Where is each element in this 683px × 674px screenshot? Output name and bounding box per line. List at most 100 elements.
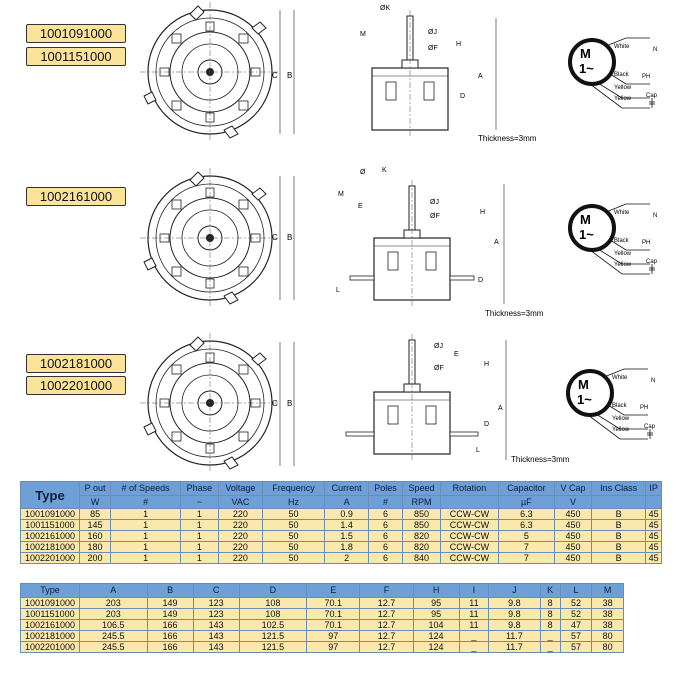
terminal-label: Cap: [644, 424, 656, 430]
table-cell: 450: [553, 519, 593, 531]
table-cell: 11: [458, 597, 490, 609]
table-cell: 70.1: [306, 608, 361, 620]
thickness-note: Thickness=3mm: [485, 309, 544, 318]
model-label: 1001091000: [26, 24, 126, 43]
spec-header: Phase: [180, 481, 219, 496]
table-cell: 1001151000: [20, 519, 80, 531]
table-cell: B: [591, 552, 647, 564]
wire-label: Yellow: [614, 96, 632, 102]
spec-header: Current: [324, 481, 370, 496]
technical-drawings: C B ØK ØJ ØF H A D M Thickness=3mm M 1~ …: [139, 1, 658, 474]
wire-label: White: [612, 375, 628, 381]
dim-header: F: [359, 583, 414, 598]
table-cell: 450: [553, 541, 593, 553]
spec-unit: RPM: [401, 495, 442, 509]
table-cell: 45: [645, 508, 662, 520]
dim-header: E: [306, 583, 361, 598]
table-cell: CCW-CW: [440, 541, 499, 553]
table-cell: 1002161000: [20, 530, 80, 542]
table-cell: 143: [192, 641, 240, 653]
dim-header: Type: [20, 583, 80, 598]
table-cell: 7: [497, 541, 555, 553]
dim-label: M: [338, 191, 344, 198]
table-cell: 245.5: [79, 630, 148, 642]
terminal-label: N: [651, 378, 655, 384]
terminal-label: PH: [640, 405, 648, 411]
table-cell: 1: [180, 519, 219, 531]
dim-label: C: [272, 233, 278, 242]
spec-header: Rotation: [440, 481, 499, 496]
dim-label: H: [456, 41, 461, 48]
table-cell: 1001091000: [20, 508, 80, 520]
table-cell: 245.5: [79, 641, 148, 653]
table-cell: _: [539, 641, 561, 653]
table-cell: 104: [412, 619, 460, 631]
table-cell: B: [591, 530, 647, 542]
terminal-label: Cap: [646, 93, 658, 99]
table-cell: 57: [559, 630, 593, 642]
table-cell: 9.8: [488, 597, 541, 609]
table-cell: 149: [146, 597, 194, 609]
table-cell: 1: [110, 530, 182, 542]
table-cell: 11.7: [488, 641, 541, 653]
table-cell: 143: [192, 630, 240, 642]
table-cell: 38: [591, 619, 624, 631]
table-cell: 1002201000: [20, 552, 80, 564]
motor-front-view: [139, 332, 281, 474]
table-cell: 12.7: [359, 630, 414, 642]
table-cell: 220: [217, 508, 264, 520]
table-cell: 8: [539, 619, 561, 631]
table-cell: 6: [368, 519, 403, 531]
spec-header: Voltage: [217, 481, 264, 496]
table-cell: B: [591, 519, 647, 531]
table-cell: 1.4: [324, 519, 370, 531]
dim-label: C: [272, 399, 278, 408]
dim-label: H: [480, 209, 485, 216]
spec-header: # of Speeds: [110, 481, 182, 496]
table-cell: 220: [217, 519, 264, 531]
table-cell: 820: [401, 530, 442, 542]
table-cell: 143: [192, 619, 240, 631]
table-cell: 6: [368, 508, 403, 520]
terminal-label: N: [653, 47, 657, 53]
dim-header: C: [192, 583, 240, 598]
dim-label: ØF: [428, 45, 438, 52]
table-cell: 50: [262, 508, 326, 520]
spec-unit: #: [110, 495, 182, 509]
spec-unit: [440, 495, 499, 509]
table-cell: 50: [262, 519, 326, 531]
table-cell: 166: [146, 630, 194, 642]
dim-header: L: [559, 583, 593, 598]
terminal-label: PH: [642, 240, 650, 246]
table-cell: 6.3: [497, 508, 555, 520]
thickness-note: Thickness=3mm: [478, 134, 537, 143]
dim-label: M: [360, 31, 366, 38]
table-cell: 1.5: [324, 530, 370, 542]
spec-unit: VAC: [217, 495, 264, 509]
table-cell: 220: [217, 541, 264, 553]
table-cell: 850: [401, 508, 442, 520]
table-cell: 95: [412, 597, 460, 609]
table-cell: 123: [192, 597, 240, 609]
dim-header: D: [238, 583, 308, 598]
wire-label: Black: [612, 403, 628, 409]
table-cell: 820: [401, 541, 442, 553]
table-cell: 166: [146, 619, 194, 631]
table-cell: 1002181000: [20, 541, 80, 553]
table-cell: 1: [110, 519, 182, 531]
wire-label: Yellow: [612, 427, 630, 433]
wire-label: Black: [614, 72, 630, 78]
motor-side-view: [373, 333, 451, 463]
table-cell: CCW-CW: [440, 519, 499, 531]
table-cell: 0.9: [324, 508, 370, 520]
spec-unit: W: [78, 495, 112, 509]
motor-front-view: [139, 1, 281, 143]
dim-label: L: [476, 447, 480, 454]
wire-label: Yellow: [614, 251, 632, 257]
table-cell: 70.1: [306, 597, 361, 609]
table-cell: 9.8: [488, 608, 541, 620]
table-cell: 47: [559, 619, 593, 631]
dim-label: ØF: [434, 365, 444, 372]
